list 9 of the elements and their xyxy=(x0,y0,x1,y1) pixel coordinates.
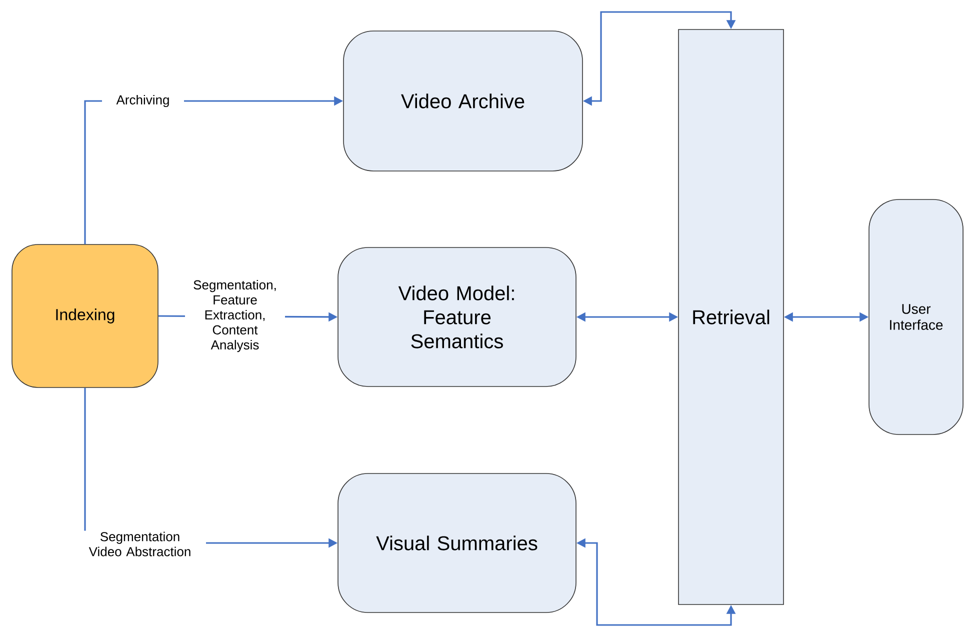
edge-label: Segmentation Video Abstraction xyxy=(74,530,206,558)
edge-label: Segmentation, Feature Extraction, Content Analysis xyxy=(185,278,285,354)
edge-label: Archiving xyxy=(102,94,184,108)
process-box: Video Archive xyxy=(343,30,583,172)
process-box: Visual Summaries xyxy=(338,473,576,613)
retrieval-box: Retrieval xyxy=(678,29,784,605)
process-box: User Interface xyxy=(868,199,964,435)
process-box: Video Model: Feature Semantics xyxy=(338,247,576,387)
process-box: Indexing xyxy=(12,244,158,388)
